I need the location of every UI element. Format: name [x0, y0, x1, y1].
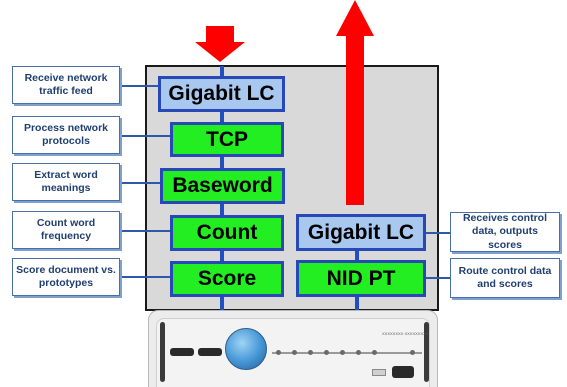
management-port: [392, 366, 414, 378]
callout-text: Extract word meanings: [34, 168, 98, 194]
connector-extract-meanings: [120, 182, 160, 184]
module-tcp: TCP: [170, 122, 284, 157]
status-led: [324, 350, 329, 355]
status-led: [410, 350, 415, 355]
connector-process-protocols: [120, 135, 170, 137]
connector-receives-control: [426, 232, 450, 234]
input-arrow: [195, 26, 245, 62]
panel-button: [372, 369, 386, 376]
status-led: [276, 350, 281, 355]
module-baseword: Baseword: [160, 168, 285, 204]
module-label: Gigabit LC: [307, 220, 415, 244]
module-count: Count: [170, 215, 284, 251]
connector-count-frequency: [120, 230, 170, 232]
module-label: TCP: [206, 127, 248, 151]
right-panel-handle: [424, 322, 429, 382]
callout-receive-feed: Receive network traffic feed: [12, 66, 120, 104]
module-score: Score: [170, 261, 284, 297]
callout-text: Score document vs. prototypes: [16, 263, 116, 289]
status-led: [372, 350, 377, 355]
callout-text: Receives control data, outputs scores: [462, 212, 548, 251]
module-label: Score: [197, 267, 257, 290]
callout-text: Route control data and scores: [458, 264, 552, 290]
module-nid-pt: NID PT: [296, 260, 426, 297]
callout-process-protocols: Process network protocols: [12, 116, 120, 154]
globe-icon: [225, 328, 267, 370]
callout-text: Process network protocols: [23, 121, 109, 147]
panel-brand-text: XXXXXXXX XXXXXXXXX: [382, 331, 429, 336]
module-gigabit-lc-input: Gigabit LC: [158, 76, 285, 112]
left-panel-handle: [160, 322, 165, 382]
status-led: [340, 350, 345, 355]
module-gigabit-lc-output: Gigabit LC: [296, 214, 426, 251]
status-led: [356, 350, 361, 355]
callout-extract-meanings: Extract word meanings: [12, 163, 120, 201]
callout-text: Receive network traffic feed: [24, 71, 108, 97]
status-led: [308, 350, 313, 355]
callout-count-frequency: Count word frequency: [12, 211, 120, 249]
status-led: [292, 350, 297, 355]
module-label: NID PT: [326, 266, 396, 290]
callout-route-control: Route control data and scores: [450, 258, 560, 298]
output-arrow: [336, 0, 374, 205]
module-label: Count: [196, 221, 258, 244]
connector-route-control: [426, 277, 450, 279]
callout-receives-control: Receives control data, outputs scores: [450, 212, 560, 252]
port-slot-1: [170, 348, 194, 356]
connector-score-document: [120, 276, 170, 278]
module-label: Gigabit LC: [168, 82, 275, 105]
module-label: Baseword: [172, 174, 273, 197]
callout-text: Count word frequency: [36, 216, 96, 242]
callout-score-document: Score document vs. prototypes: [12, 258, 120, 296]
status-led-bar: [272, 352, 422, 354]
port-slot-2: [198, 348, 222, 356]
connector-receive-feed: [120, 85, 158, 87]
